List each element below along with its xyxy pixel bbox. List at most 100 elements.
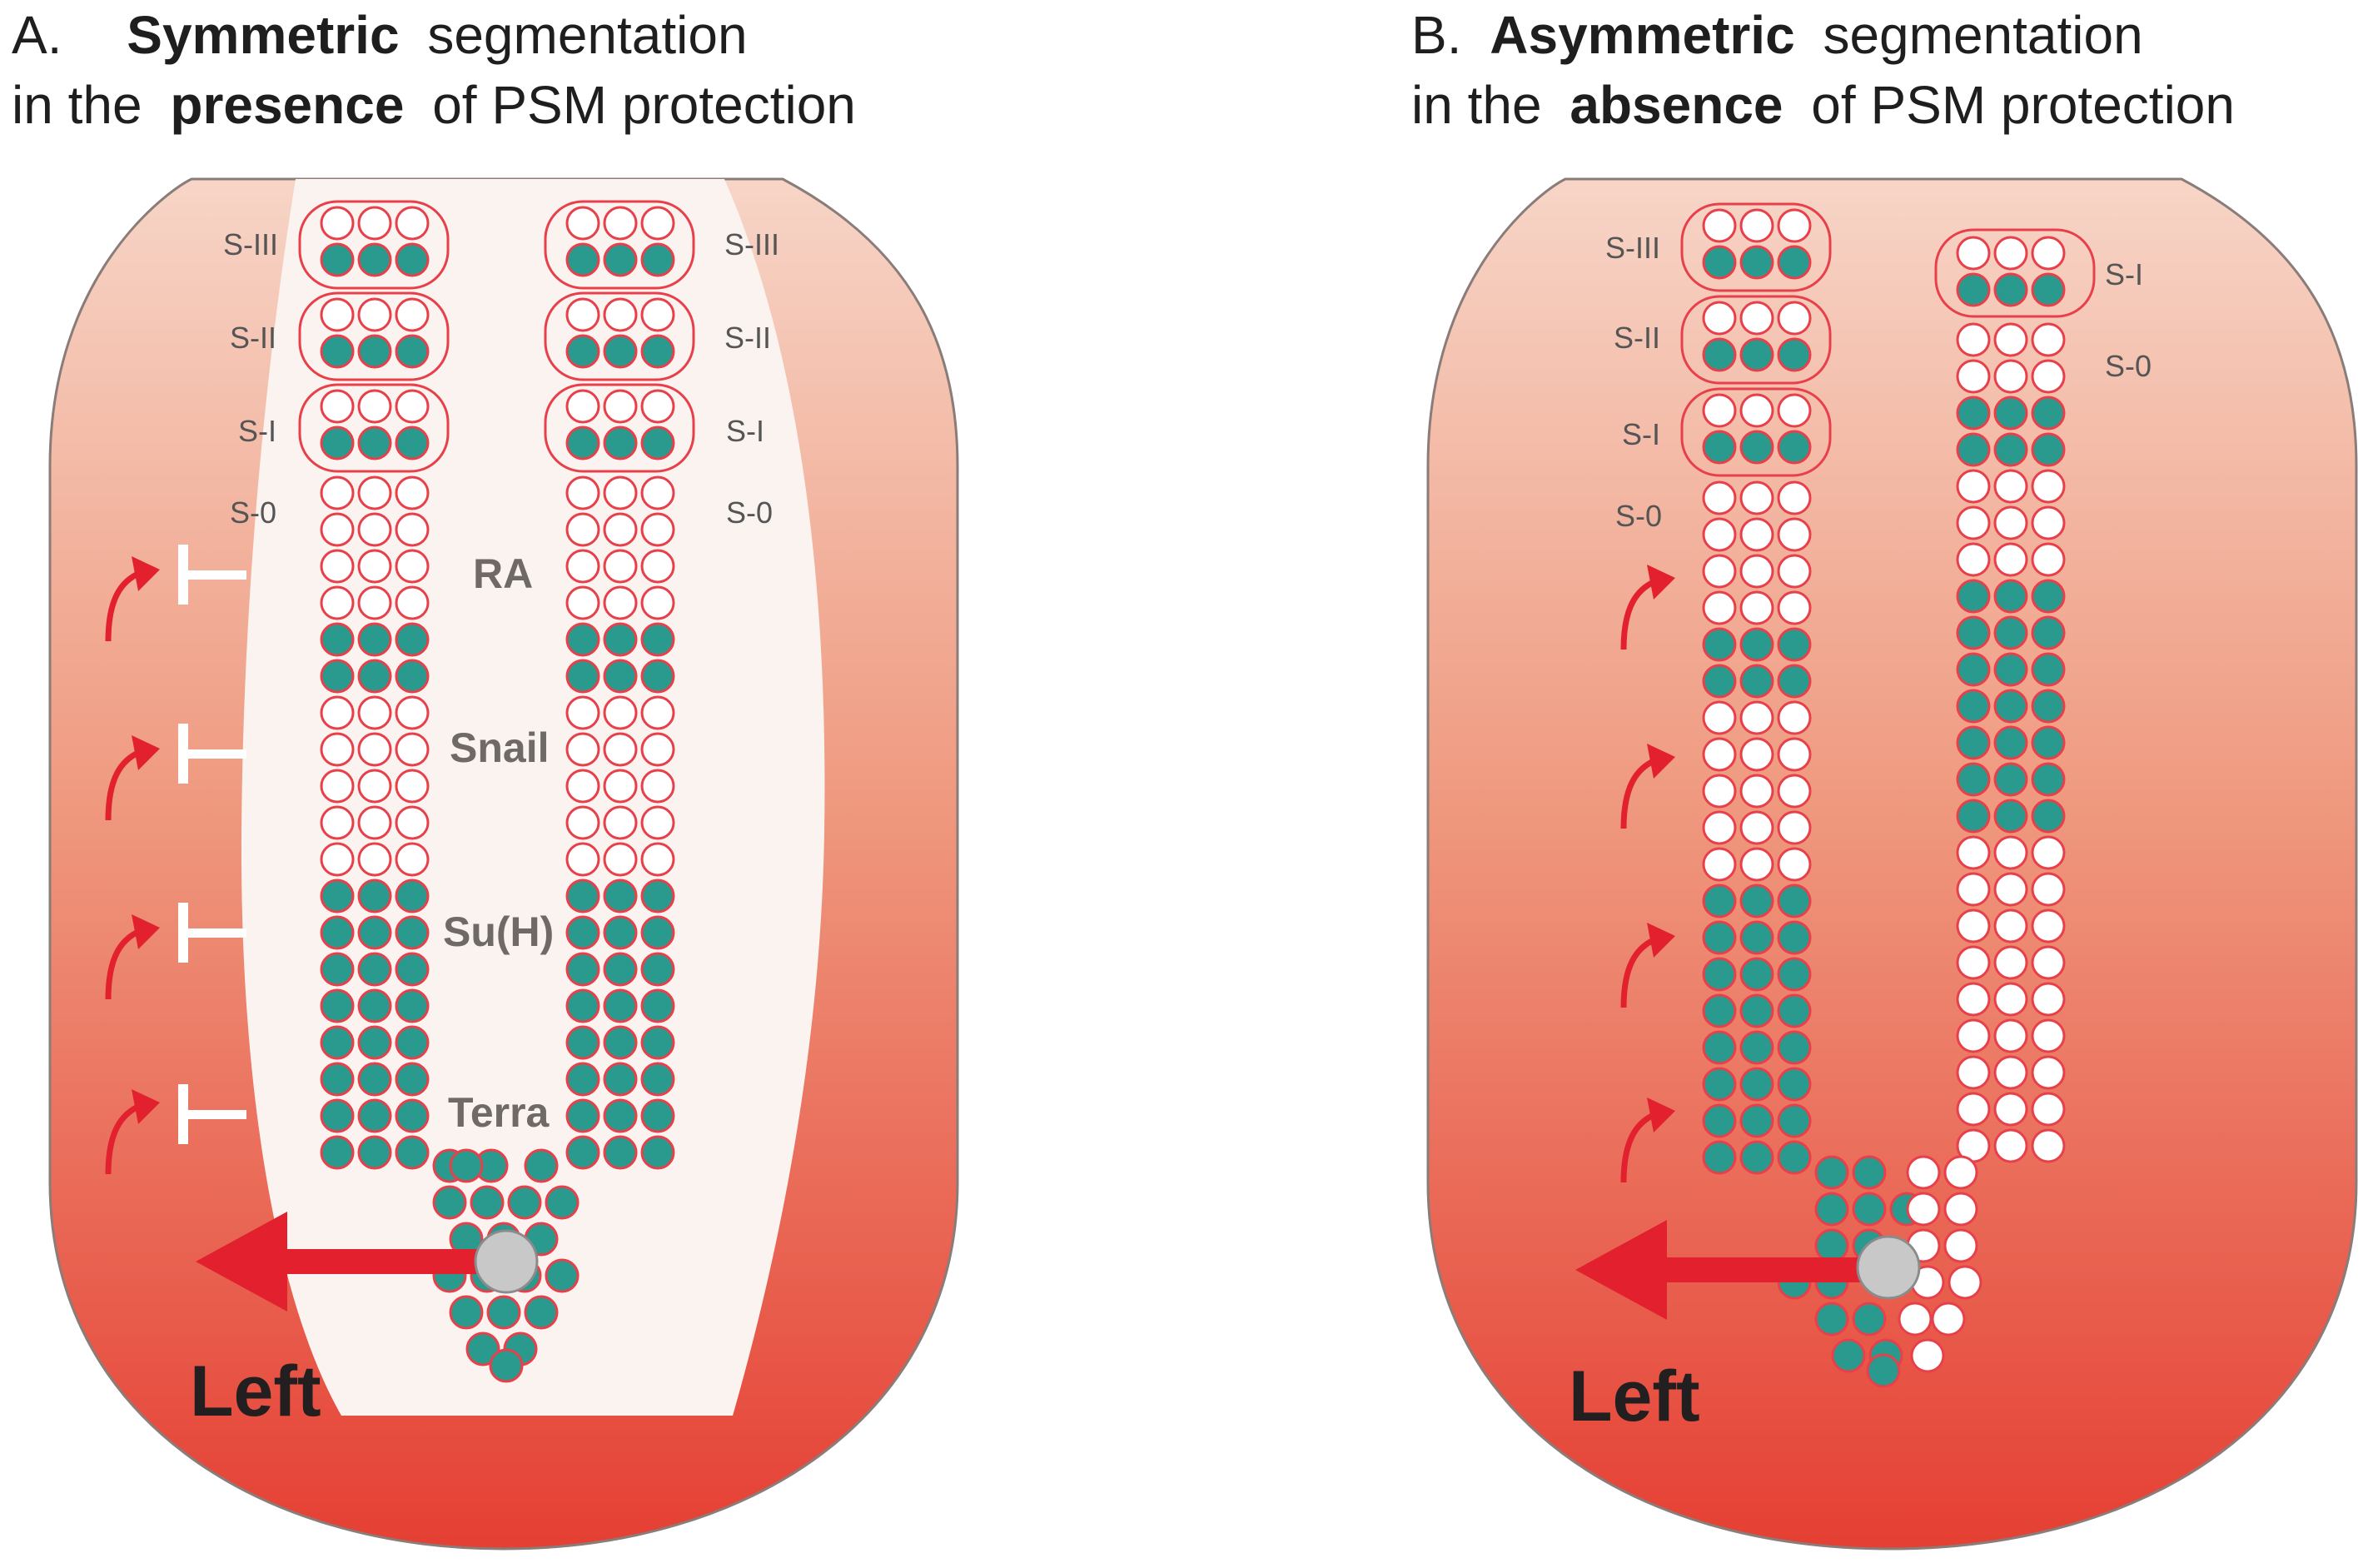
panel-a-tailbud-cell — [545, 1258, 580, 1293]
panel-b-somite-cell — [1777, 301, 1812, 336]
panel-a-signal-su-h: Su(H) — [443, 908, 554, 955]
panel-b-left-psm-cell — [1739, 480, 1774, 515]
panel-a-somite-cell — [320, 334, 355, 369]
panel-b-right-psm-cell — [1956, 579, 1991, 614]
panel-b-tailbud-cell — [1852, 1192, 1887, 1227]
panel-b-right-psm-cell — [1993, 1055, 2028, 1090]
panel-b-left-psm-cell — [1777, 737, 1812, 772]
panel-a-left-psm-cell — [320, 1025, 355, 1060]
panel-b-left-psm-cell — [1702, 590, 1737, 625]
panel-a-left-psm-cell — [395, 1135, 430, 1170]
panel-b-right-psm-cell — [2031, 689, 2066, 724]
panel-a-tailbud-cell — [449, 1148, 484, 1183]
panel-a-left-psm-cell — [395, 659, 430, 694]
panel-b-signal-arrow-0 — [1620, 565, 1675, 650]
panel-a-right-psm-cell — [603, 622, 638, 657]
panel-a-left-psm-cell — [395, 512, 430, 547]
panel-a-left-psm-cell — [357, 915, 392, 950]
panel-a-right-psm-cell — [603, 732, 638, 767]
panel-a-title-emphasis: Symmetric — [127, 5, 399, 65]
panel-b-right-psm-cell — [1993, 542, 2028, 577]
panel-a-right-psm-cell — [640, 805, 675, 840]
panel-a-left-arrow — [196, 1212, 500, 1312]
panel-b-right-psm-cell — [1993, 615, 2028, 650]
panel-b-tailbud-cell — [1910, 1338, 1945, 1373]
panel-b-title-label: B. — [1411, 5, 1461, 65]
panel-b-left-psm-cell — [1702, 627, 1737, 662]
panel-a-title: A. Symmetric segmentation in the presenc… — [12, 5, 856, 135]
panel-b-somite-cell — [1777, 208, 1812, 243]
panel-b-left-psm-cell — [1777, 664, 1812, 699]
panel-a-left-psm-cell — [395, 622, 430, 657]
panel-a-right-psm-cell — [603, 512, 638, 547]
panel-b-signal-arrow-3 — [1620, 1098, 1675, 1183]
panel-b-left-psm-cell — [1777, 774, 1812, 809]
panel-b-somite-cell — [1702, 245, 1737, 280]
panel-b-right-psm-cell — [1993, 689, 2028, 724]
panel-a-somites — [298, 200, 695, 473]
panel-b-somite-cell — [1777, 337, 1812, 372]
panel-a-left-psm-cell — [395, 769, 430, 804]
panel-b-tailbud-cell — [1943, 1228, 1978, 1263]
panel-b-somite-cell — [1739, 208, 1774, 243]
panel-a-title-rest: segmentation — [427, 5, 747, 65]
panel-b-left-psm-cell — [1739, 957, 1774, 992]
panel-a-right-psm-cell — [640, 879, 675, 913]
panel-a-side-label: Left — [190, 1351, 321, 1431]
panel-a-left-psm-cell — [357, 1062, 392, 1097]
panel-b-right-psm-cell — [1956, 396, 1991, 431]
panel-b-right-psm-cell — [2031, 835, 2066, 870]
panel-a-left-label-s-iii: S-III — [223, 227, 278, 261]
panel-b-right-psm-cell — [1993, 725, 2028, 760]
panel-b-right-psm-cell — [1993, 1092, 2028, 1127]
panel-b-subtitle-emphasis: absence — [1570, 75, 1783, 135]
panel-a-right-psm-cell — [640, 659, 675, 694]
panel-a-right-psm-cell — [640, 1025, 675, 1060]
panel-a-somite-cell — [320, 426, 355, 460]
panel-a-right-psm-cell — [640, 769, 675, 804]
panel-b-right-psm-cell — [2031, 542, 2066, 577]
panel-b-right-psm-cell — [1993, 359, 2028, 394]
panel-a-left-psm-cell — [320, 915, 355, 950]
panel-a-somite-cell — [640, 297, 675, 332]
panel-b-right-psm-cell — [1956, 945, 1991, 980]
panel-b-right-psm-cell — [1993, 652, 2028, 687]
panel-a-right-psm-cell — [603, 695, 638, 730]
panel-a-right-psm-cell — [603, 549, 638, 584]
panel-b-left-psm-cell — [1739, 774, 1774, 809]
panel-a-right-psm-cell — [640, 732, 675, 767]
panel-a-somite-cell — [357, 242, 392, 277]
panel-a-signals — [105, 556, 160, 1175]
panel-a-left-psm-cell — [395, 1062, 430, 1097]
panel-b-left-psm-cell — [1739, 664, 1774, 699]
panel-b-left-psm-cell — [1702, 1103, 1737, 1138]
panel-a-left-psm-cell — [357, 659, 392, 694]
panel-a-right-psm-cell — [603, 1135, 638, 1170]
panel-b-right-psm-cell — [1993, 872, 2028, 907]
panel-a-right-psm-cell — [565, 988, 600, 1023]
panel-b-left-psm-cell — [1702, 554, 1737, 589]
panel-a-left-psm-cell — [395, 475, 430, 510]
panel-a-left-psm-cell — [395, 549, 430, 584]
panel-b-left-psm-cell — [1702, 1030, 1737, 1065]
panel-a-somite-cell — [395, 334, 430, 369]
panel-b-left-label-s-iii: S-III — [1605, 231, 1660, 265]
panel-a-left-psm-cell — [395, 842, 430, 877]
panel-a-right-psm-cell — [565, 695, 600, 730]
panel-b-left-arrow — [1575, 1220, 1882, 1320]
panel-a-right-psm-cell — [565, 915, 600, 950]
panel-a-right-psm-cell — [565, 585, 600, 620]
panel-b-left-psm-cell — [1702, 957, 1737, 992]
panel-b-right-psm-cell — [1993, 505, 2028, 540]
panel-b-right-psm-cell — [1956, 982, 1991, 1017]
panel-b-somites — [1680, 202, 2096, 477]
panel-a-somite-cell — [357, 297, 392, 332]
panel-b-right-psm-cell — [1993, 762, 2028, 797]
panel-a-left-psm-cell — [395, 805, 430, 840]
panel-a-signal-arrow-0 — [105, 556, 160, 642]
panel-b-left-psm-cell — [1739, 993, 1774, 1028]
panel-b-right-label-s-0: S-0 — [2105, 349, 2152, 383]
panel-b-right-psm-cell — [2031, 872, 2066, 907]
panel-a-subtitle-emphasis: presence — [170, 75, 404, 135]
panel-a-tailbud-cell — [486, 1295, 521, 1330]
